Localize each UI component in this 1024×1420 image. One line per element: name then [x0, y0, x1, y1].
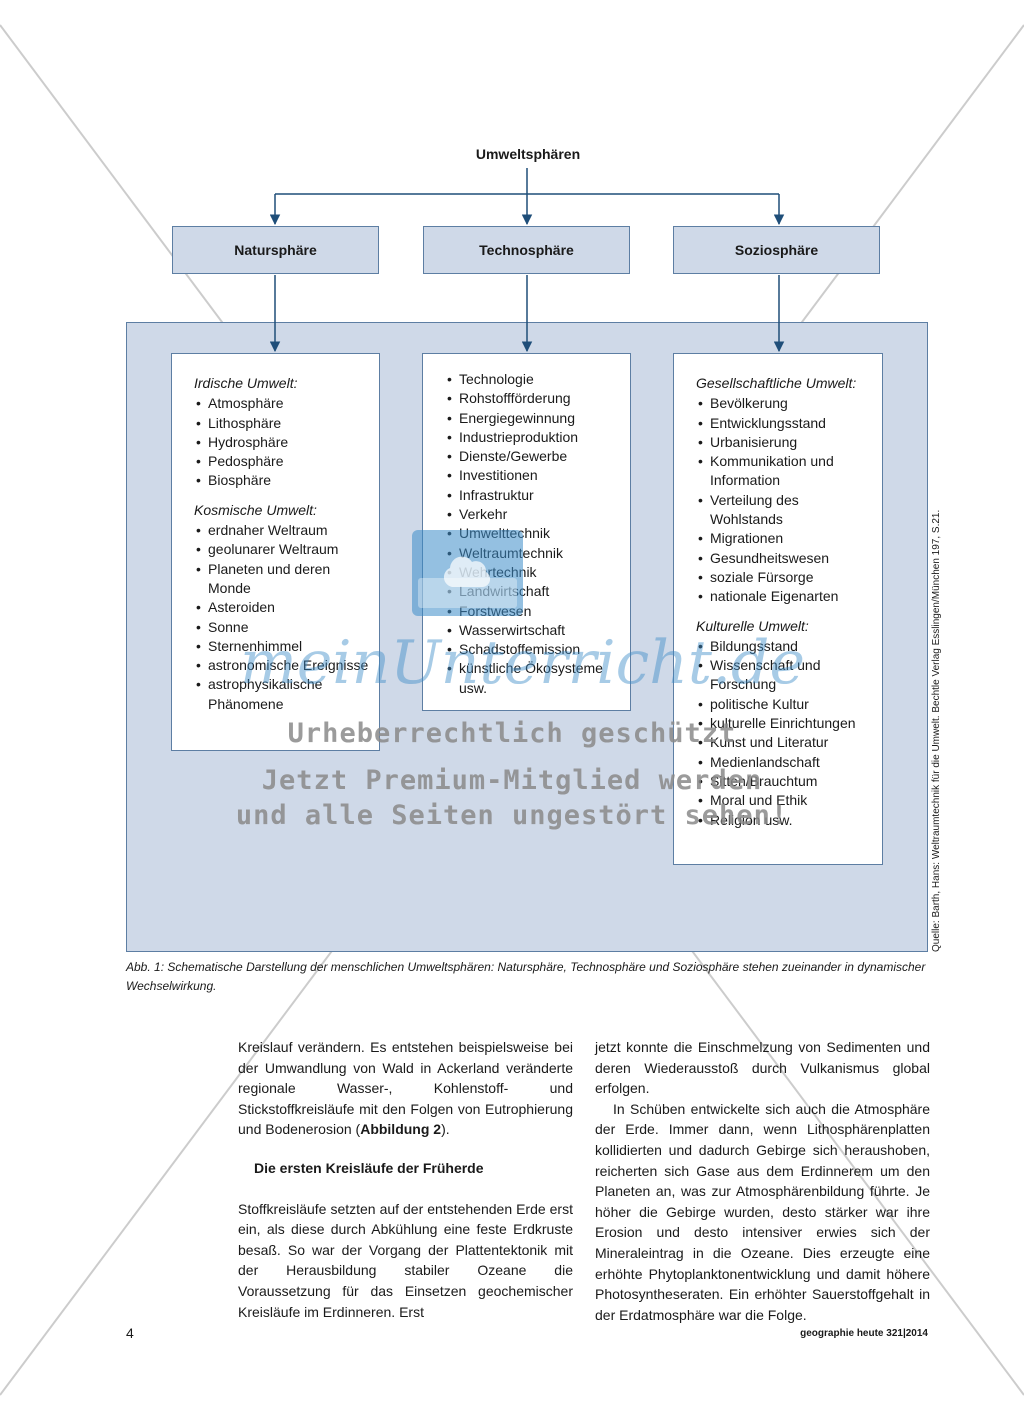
list-item: Migrationen: [696, 529, 872, 549]
figure-caption: Abb. 1: Schematische Darstellung der men…: [126, 960, 926, 993]
watermark-premium-line1: Jetzt Premium-Mitglied werden: [261, 765, 763, 796]
list-item: Urbanisierung: [696, 433, 872, 453]
list-item: Medienlandschaft: [696, 753, 872, 773]
list-item: Bildungsstand: [696, 637, 872, 657]
paragraph: Stoffkreisläufe setzten auf der entstehe…: [238, 1200, 573, 1320]
list-item: Sonne: [194, 618, 369, 638]
list-item: Gesundheitswesen: [696, 549, 872, 569]
section-heading: Die ersten Kreisläufe der Früherde: [254, 1159, 484, 1176]
list-item: nationale Eigenarten: [696, 587, 872, 607]
paragraph-text: ).: [441, 1121, 450, 1138]
watermark-copyright: Urheberrechtlich geschützt: [287, 718, 737, 749]
list-item: astrophysikalische Phänomene: [194, 675, 369, 714]
list-item: Planeten und deren Monde: [194, 560, 369, 599]
natur-heading-irdisch: Irdische Umwelt:: [194, 375, 298, 391]
sphere-box-techno: Technosphäre: [423, 226, 630, 274]
list-item: Atmosphäre: [194, 394, 369, 414]
list-item: kulturelle Einrichtungen: [696, 714, 872, 734]
sphere-box-natur: Natursphäre: [172, 226, 379, 274]
list-item: Dienste/Gewerbe: [445, 447, 620, 467]
list-item: Religion usw.: [696, 811, 872, 831]
list-item: Investitionen: [445, 466, 620, 486]
list-item: Wissenschaft und Forschung: [696, 656, 872, 695]
natur-list-irdisch: Atmosphäre Lithosphäre Hydrosphäre Pedos…: [194, 394, 369, 491]
sozio-heading-gesellschaft: Gesellschaftliche Umwelt:: [696, 375, 857, 391]
list-item: Kunst und Literatur: [696, 733, 872, 753]
list-item: Entwicklungsstand: [696, 414, 872, 434]
list-item: Verteilung des Wohlstands: [696, 491, 872, 530]
article-left-column: Kreislauf verändern. Es entstehen beispi…: [238, 1037, 573, 1322]
article-right-column: jetzt konnte die Einschmelzung von Sedim…: [595, 1037, 930, 1325]
list-item: Asteroiden: [194, 598, 369, 618]
watermark-folder-icon: [412, 530, 523, 616]
list-item: Lithosphäre: [194, 414, 369, 434]
watermark-logo: meinUnterricht.de: [240, 628, 805, 698]
list-item: Technologie: [445, 370, 620, 390]
list-item: Sternenhimmel: [194, 637, 369, 657]
figure-reference: Abbildung 2: [360, 1121, 442, 1138]
list-item: Hydrosphäre: [194, 433, 369, 453]
list-item: Pedosphäre: [194, 452, 369, 472]
paragraph: jetzt konnte die Einschmelzung von Sedim…: [595, 1039, 930, 1097]
sozio-list-kultur: Bildungsstand Wissenschaft und Forschung…: [696, 637, 872, 830]
list-item: Industrieproduktion: [445, 428, 620, 448]
natur-list-kosmisch: erdnaher Weltraum geolunarer Weltraum Pl…: [194, 521, 369, 714]
list-item: Sitten/Brauchtum: [696, 772, 872, 792]
list-item: erdnaher Weltraum: [194, 521, 369, 541]
sozio-list-gesellschaft: Bevölkerung Entwicklungsstand Urbanisier…: [696, 394, 872, 607]
list-item: Bevölkerung: [696, 394, 872, 414]
list-item: künstliche Ökosysteme usw.: [445, 659, 620, 698]
paragraph: In Schüben entwickelte sich auch die Atm…: [595, 1100, 930, 1323]
list-item: Biosphäre: [194, 471, 369, 491]
list-item: Moral und Ethik: [696, 791, 872, 811]
list-item: Verkehr: [445, 505, 620, 525]
natur-heading-kosmisch: Kosmische Umwelt:: [194, 501, 317, 518]
list-item: Kommunikation und Information: [696, 452, 872, 491]
natur-box: Irdische Umwelt: Atmosphäre Lithosphäre …: [171, 353, 380, 751]
diagram-title: Umweltsphären: [475, 146, 581, 162]
list-item: Infrastruktur: [445, 486, 620, 506]
list-item: Energiegewinnung: [445, 409, 620, 429]
list-item: Wasserwirtschaft: [445, 621, 620, 641]
paragraph: Kreislauf verändern. Es entstehen beispi…: [238, 1037, 573, 1140]
sozio-box: Gesellschaftliche Umwelt: Bevölkerung En…: [673, 353, 883, 865]
list-item: geolunarer Weltraum: [194, 540, 369, 560]
list-item: Rohstoffförderung: [445, 389, 620, 409]
list-item: astronomische Ereignisse: [194, 656, 369, 676]
list-item: politische Kultur: [696, 695, 872, 715]
watermark-premium-line2: und alle Seiten ungestört sehen!: [235, 800, 789, 831]
paragraph-text: Kreislauf verändern. Es entstehen beispi…: [238, 1039, 573, 1138]
sphere-box-sozio: Soziosphäre: [673, 226, 880, 274]
list-item: Schadstoffemission: [445, 640, 620, 660]
list-item: soziale Fürsorge: [696, 568, 872, 588]
page-number: 4: [126, 1325, 134, 1341]
magazine-footer: geographie heute 321|2014: [800, 1328, 928, 1339]
sozio-heading-kultur: Kulturelle Umwelt:: [696, 617, 809, 634]
